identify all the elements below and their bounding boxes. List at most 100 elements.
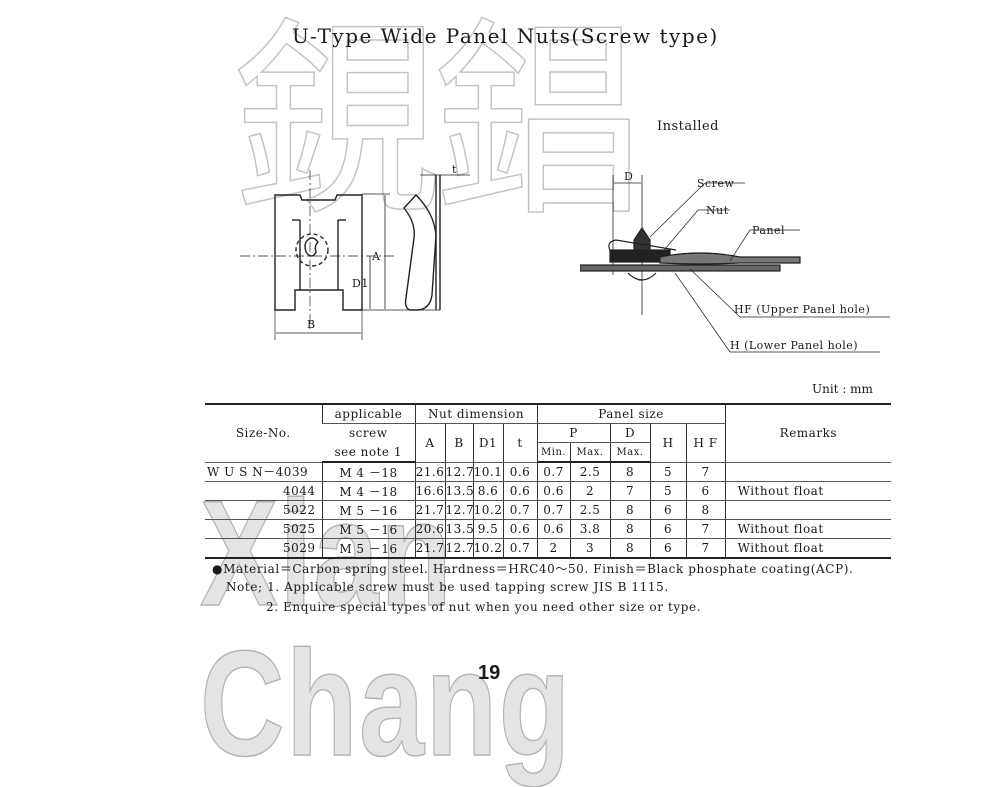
cell-h: 5 (649, 462, 687, 482)
header-p-max: Max. (569, 442, 611, 463)
cell-d1: 8.6 (472, 481, 503, 501)
cell-screw: M 5 －16 (321, 519, 415, 539)
header-screw-1: applicable (321, 404, 415, 424)
cell-a: 21.7 (414, 538, 445, 559)
cell-screw: M 4 －18 (321, 462, 415, 482)
label-d: D (624, 170, 634, 183)
cell-h: 5 (649, 481, 687, 501)
cell-h: 6 (649, 538, 687, 559)
cell-p-min: 0.7 (536, 500, 571, 520)
header-d-max: Max. (609, 442, 651, 463)
cell-t: 0.7 (502, 538, 538, 559)
page-number: 19 (478, 662, 501, 684)
label-panel: Panel (752, 224, 786, 237)
header-d: D (609, 423, 651, 443)
cell-p-max: 3 (569, 538, 611, 559)
header-remarks: Remarks (724, 404, 892, 463)
header-b: B (444, 423, 473, 463)
cell-p-max: 2.5 (569, 462, 611, 482)
cell-hf: 7 (685, 538, 726, 559)
cell-t: 0.6 (502, 481, 538, 501)
cell-d1: 10.1 (472, 462, 503, 482)
cell-p-max: 3.8 (569, 519, 611, 539)
cell-b: 12.7 (444, 500, 474, 520)
label-d1: D1 (352, 277, 369, 290)
cell-b: 12.7 (444, 462, 474, 482)
cell-d-max: 8 (609, 519, 651, 539)
label-nut: Nut (706, 204, 729, 217)
header-nut-dimension: Nut dimension (414, 404, 538, 424)
cell-d-max: 8 (609, 500, 651, 520)
cell-d-max: 8 (609, 538, 651, 559)
label-t: t (452, 163, 457, 176)
cell-h: 6 (649, 500, 687, 520)
header-hf: H F (685, 423, 726, 463)
label-screw: Screw (697, 177, 735, 190)
cell-p-min: 2 (536, 538, 571, 559)
cell-hf: 6 (685, 481, 726, 501)
header-d1: D1 (472, 423, 503, 463)
header-a: A (414, 423, 445, 463)
note-2: 2. Enquire special types of nut when you… (266, 600, 702, 614)
cell-d1: 10.2 (472, 538, 503, 559)
cell-p-min: 0.6 (536, 481, 571, 501)
page-title: U-Type Wide Panel Nuts(Screw type) (292, 24, 719, 48)
cell-size: 4044 (205, 481, 322, 501)
cell-remarks: Without float (724, 538, 892, 559)
cell-a: 21.6 (414, 462, 445, 482)
nut-dimension-drawing (240, 170, 470, 340)
cell-screw: M 4 －18 (321, 481, 415, 501)
header-h: H (649, 423, 687, 463)
cell-p-max: 2 (569, 481, 611, 501)
cell-d-max: 8 (609, 462, 651, 482)
cell-hf: 8 (685, 500, 726, 520)
header-size-no: Size-No. (205, 404, 322, 463)
header-panel-size: Panel size (536, 404, 726, 424)
header-p: P (536, 423, 611, 443)
cell-d1: 9.5 (472, 519, 503, 539)
cell-hf: 7 (685, 519, 726, 539)
cell-t: 0.7 (502, 500, 538, 520)
cell-a: 20.6 (414, 519, 445, 539)
cell-size: W U S N－4039 (205, 462, 322, 482)
header-p-min: Min. (536, 442, 571, 463)
cell-b: 12.7 (444, 538, 474, 559)
cell-size: 5022 (205, 500, 322, 520)
cell-b: 13.5 (444, 519, 474, 539)
cell-remarks: Without float (724, 519, 892, 539)
cell-p-min: 0.7 (536, 462, 571, 482)
label-h: H (Lower Panel hole) (730, 339, 859, 352)
header-screw-2: screw (349, 426, 388, 441)
installed-heading: Installed (657, 119, 719, 134)
cell-t: 0.6 (502, 519, 538, 539)
cell-p-max: 2.5 (569, 500, 611, 520)
cell-d1: 10.2 (472, 500, 503, 520)
cell-size: 5029 (205, 538, 322, 559)
cell-remarks (724, 500, 892, 520)
cell-a: 16.6 (414, 481, 445, 501)
spec-table: Size-No. applicable Nut dimension Panel … (205, 403, 892, 559)
cell-remarks (724, 462, 892, 482)
cell-d-max: 7 (609, 481, 651, 501)
label-a: A (372, 250, 381, 263)
cell-h: 6 (649, 519, 687, 539)
installed-drawing (580, 175, 890, 353)
cell-t: 0.6 (502, 462, 538, 482)
material-note: ●Material＝Carbon spring steel. Hardness＝… (212, 562, 854, 576)
label-b: B (307, 318, 316, 331)
cell-hf: 7 (685, 462, 726, 482)
cell-screw: M 5 －16 (321, 500, 415, 520)
cell-a: 21.7 (414, 500, 445, 520)
cell-size: 5025 (205, 519, 322, 539)
cell-screw: M 5 －16 (321, 538, 415, 559)
header-t: t (502, 423, 538, 463)
label-hf: HF (Upper Panel hole) (734, 303, 871, 316)
header-screw-3: see note 1 (322, 442, 415, 463)
cell-b: 13.5 (444, 481, 474, 501)
cell-remarks: Without float (724, 481, 892, 501)
cell-p-min: 0.6 (536, 519, 571, 539)
